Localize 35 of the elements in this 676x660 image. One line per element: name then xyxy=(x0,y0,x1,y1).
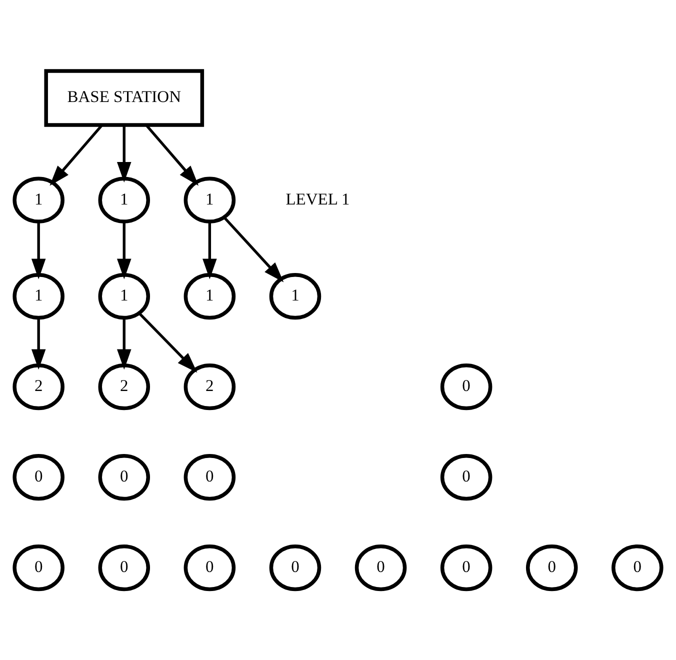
node-ellipse: 1 xyxy=(184,273,236,320)
arrow xyxy=(223,216,284,282)
node-ellipse: 0 xyxy=(612,544,664,592)
node-ellipse: 0 xyxy=(354,544,407,592)
node-ellipse: 2 xyxy=(12,364,64,410)
arrow xyxy=(202,221,217,280)
node-ellipse: 0 xyxy=(98,454,150,501)
node-ellipse: 0 xyxy=(440,544,492,592)
node-ellipse: 0 xyxy=(440,454,492,501)
arrow xyxy=(31,221,46,280)
node-ellipse: 1 xyxy=(184,176,236,224)
node-ellipse: 0 xyxy=(526,544,578,592)
node-ellipse: 2 xyxy=(98,364,150,410)
node-box: BASE STATION xyxy=(44,69,204,127)
node-ellipse: 0 xyxy=(184,544,236,592)
node-ellipse: 0 xyxy=(269,544,322,592)
label: LEVEL 1 xyxy=(286,189,350,208)
node-ellipse: 0 xyxy=(12,454,64,501)
node-ellipse: 1 xyxy=(98,176,150,224)
node-ellipse: 0 xyxy=(12,544,64,592)
node-ellipse: 0 xyxy=(184,454,236,501)
node-ellipse: 1 xyxy=(12,176,64,224)
arrow xyxy=(31,318,46,370)
arrow xyxy=(138,312,198,373)
node-ellipse: 2 xyxy=(184,364,236,410)
node-ellipse: 1 xyxy=(269,273,322,320)
arrow xyxy=(116,221,132,280)
arrow xyxy=(116,318,132,370)
node-ellipse: 1 xyxy=(98,273,150,320)
node-ellipse: 0 xyxy=(440,364,492,410)
arrow xyxy=(50,124,103,186)
node-ellipse: 0 xyxy=(98,544,150,592)
arrow xyxy=(116,126,132,182)
arrow xyxy=(146,124,199,186)
node-ellipse: 1 xyxy=(12,273,64,320)
